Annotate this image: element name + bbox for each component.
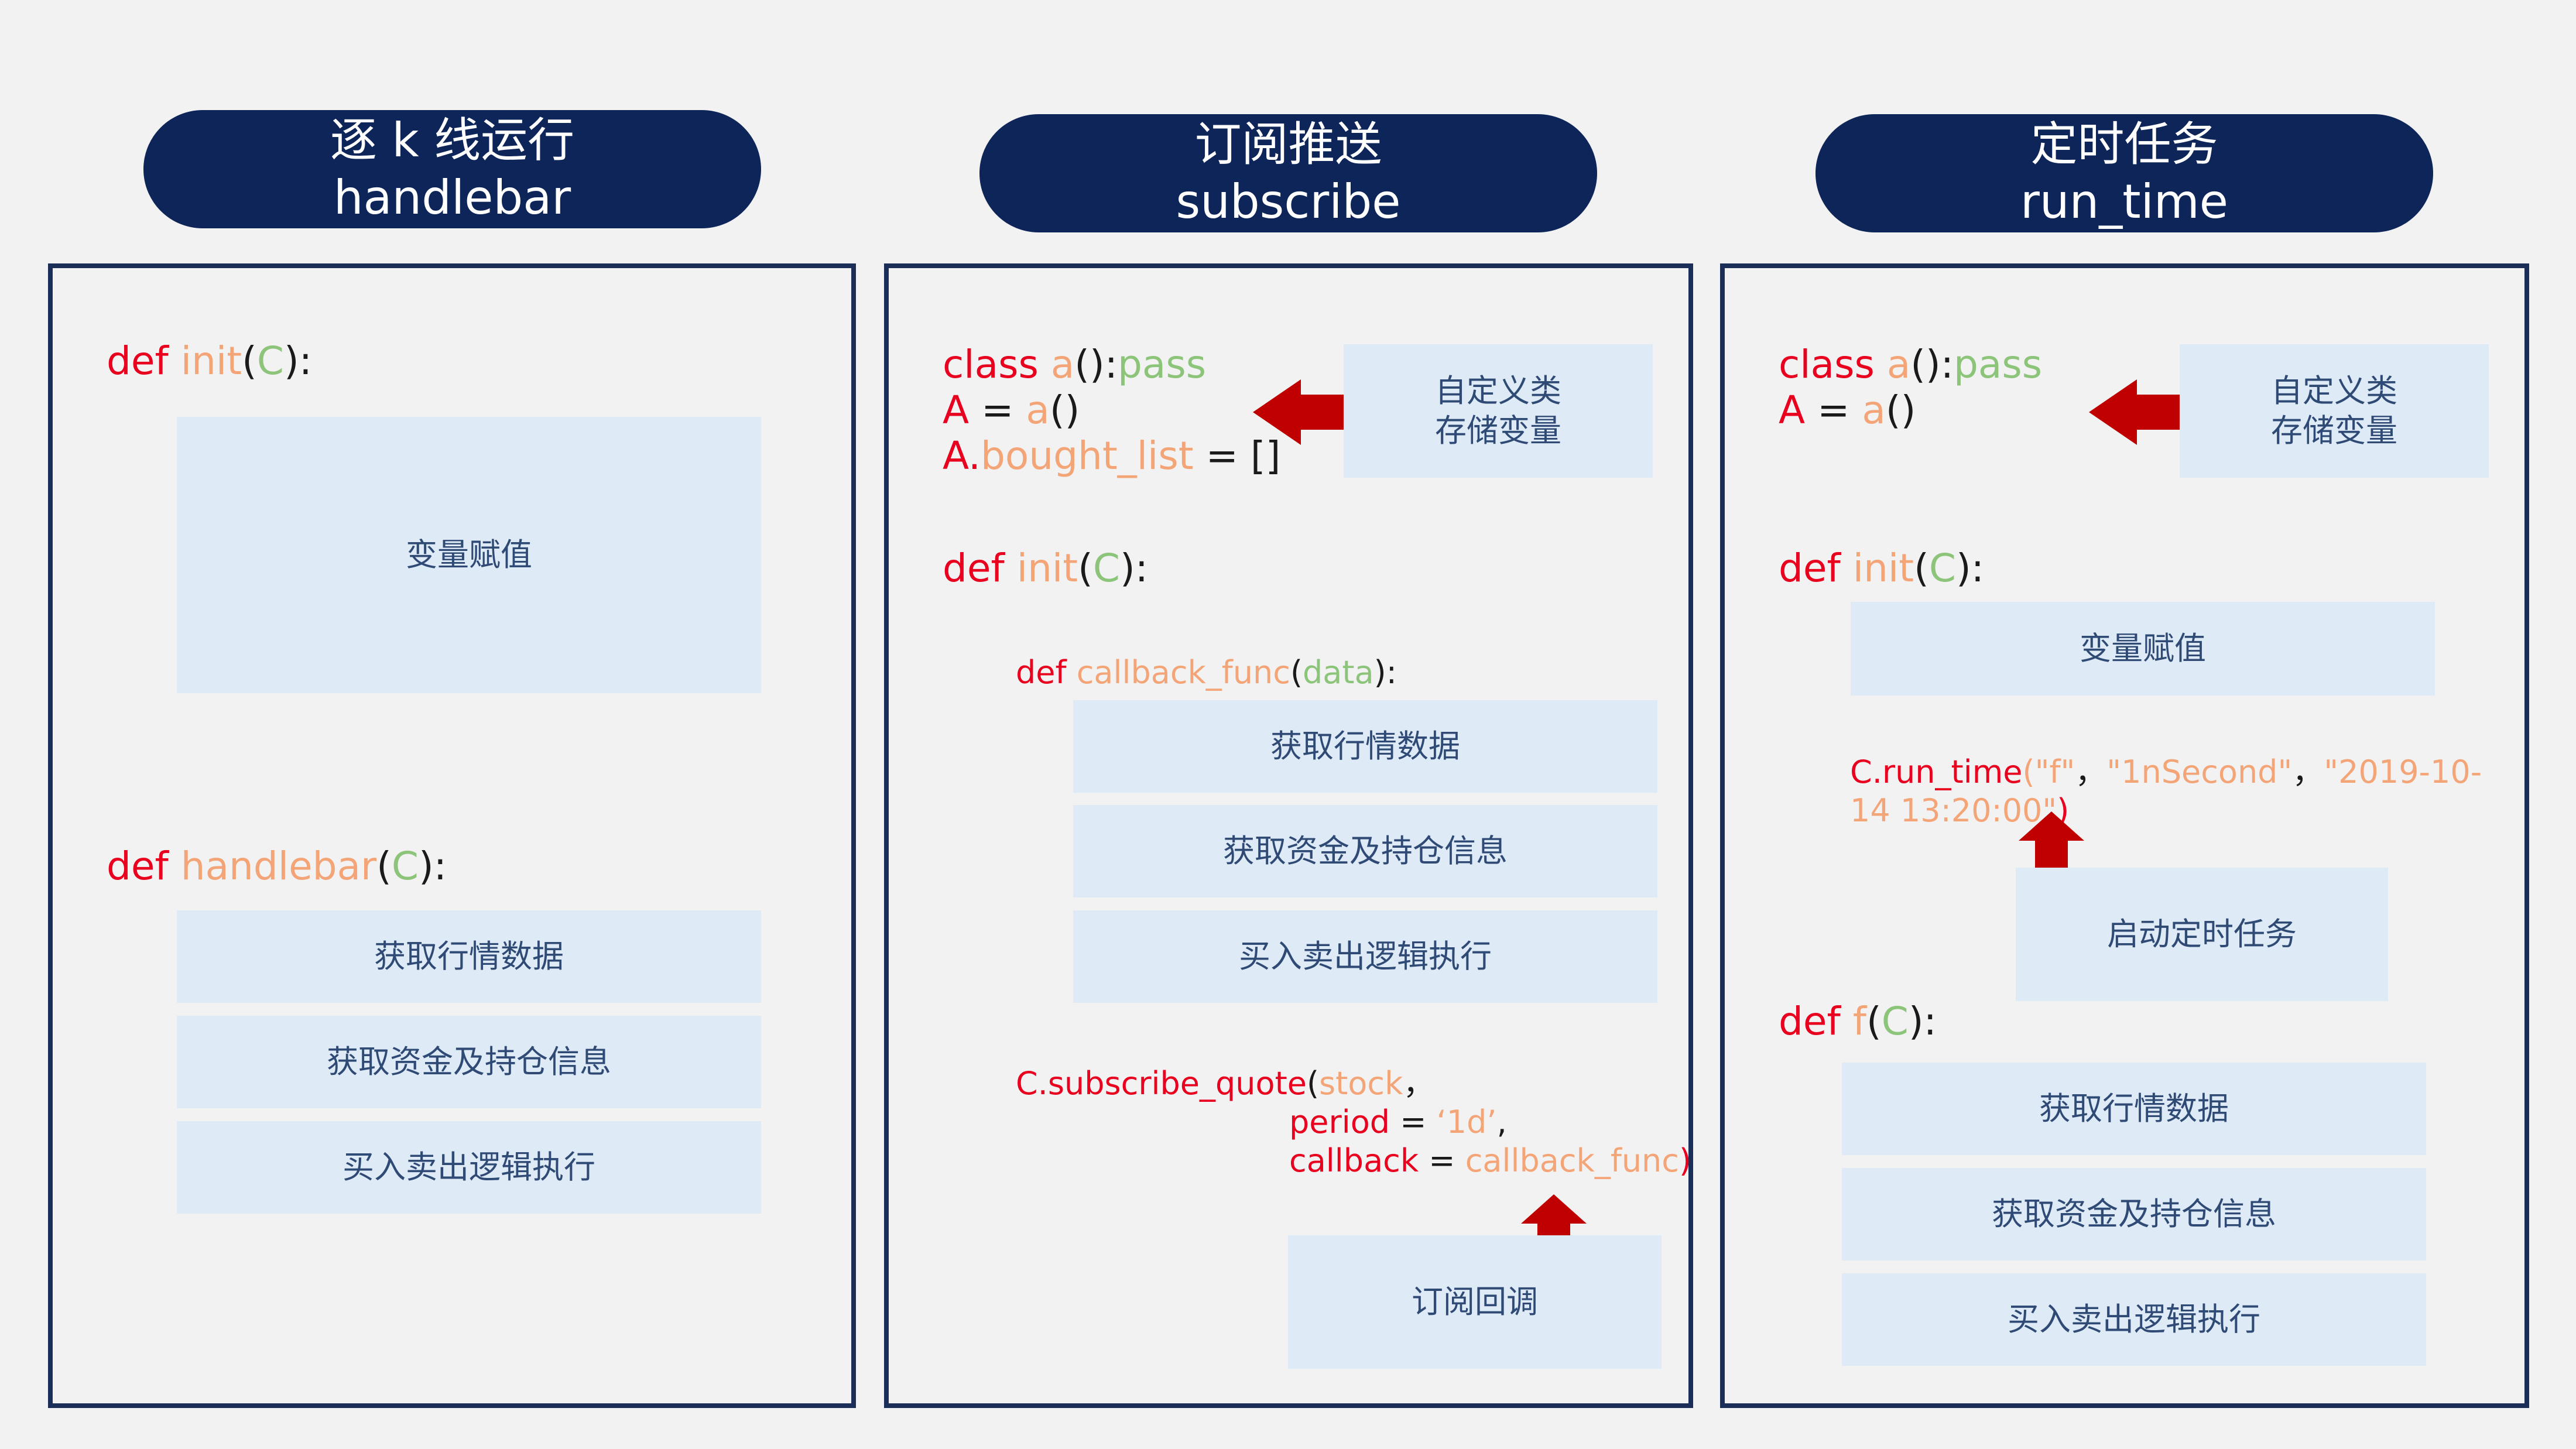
box-trade-logic: 买入卖出逻辑执行 xyxy=(1073,910,1657,1003)
up-arrow-icon xyxy=(2019,811,2084,885)
box-get-account-info: 获取资金及持仓信息 xyxy=(1073,805,1657,898)
header-title-en: handlebar xyxy=(333,170,571,225)
code-subscribe-call: C.subscribe_quote(stock， xyxy=(1016,1065,1435,1102)
header-subscribe: 订阅推送 subscribe xyxy=(979,114,1597,232)
code-def-handlebar: def handlebar(C): xyxy=(107,844,447,889)
header-title-en: run_time xyxy=(2020,174,2229,229)
code-def-init: def init(C): xyxy=(107,338,312,383)
header-title-en: subscribe xyxy=(1176,174,1401,229)
box-start-timer-task: 启动定时任务 xyxy=(2016,868,2388,1001)
note-custom-class: 自定义类 存储变量 xyxy=(1344,344,1653,478)
code-bought-list: A.bought_list = [] xyxy=(943,433,1281,478)
code-def-callback: def callback_func(data): xyxy=(1016,654,1397,691)
code-run-time-call: C.run_time("f"，"1nSecond"，"2019-10-14 13… xyxy=(1850,753,2482,829)
header-title-cn: 定时任务 xyxy=(2030,117,2218,172)
code-subscribe-period: period = ‘1d’, xyxy=(1289,1104,1507,1140)
code-class-def: class a():pass xyxy=(1779,342,2043,387)
header-run-time: 定时任务 run_time xyxy=(1815,114,2433,232)
box-variable-assign: 变量赋值 xyxy=(1851,602,2435,696)
box-get-account-info: 获取资金及持仓信息 xyxy=(1842,1168,2426,1260)
box-trade-logic: 买入卖出逻辑执行 xyxy=(1842,1273,2426,1366)
code-class-def: class a():pass xyxy=(943,342,1207,387)
header-title-cn: 逐 k 线运行 xyxy=(330,113,575,167)
code-def-f: def f(C): xyxy=(1779,999,1937,1044)
header-title-cn: 订阅推送 xyxy=(1194,117,1382,172)
box-get-market-data: 获取行情数据 xyxy=(1842,1063,2426,1155)
box-variable-assign: 变量赋值 xyxy=(177,417,761,693)
box-subscribe-callback: 订阅回调 xyxy=(1288,1235,1662,1369)
note-custom-class: 自定义类 存储变量 xyxy=(2180,344,2489,478)
box-get-market-data: 获取行情数据 xyxy=(1073,700,1657,793)
code-instance: A = a() xyxy=(943,388,1080,433)
header-handlebar: 逐 k 线运行 handlebar xyxy=(143,110,761,228)
code-def-init: def init(C): xyxy=(943,546,1148,591)
code-subscribe-callback: callback = callback_func) xyxy=(1289,1142,1692,1179)
code-instance: A = a() xyxy=(1779,388,1916,433)
code-def-init: def init(C): xyxy=(1779,546,1984,591)
box-get-account-info: 获取资金及持仓信息 xyxy=(177,1016,761,1108)
box-get-market-data: 获取行情数据 xyxy=(177,910,761,1003)
box-trade-logic: 买入卖出逻辑执行 xyxy=(177,1121,761,1214)
